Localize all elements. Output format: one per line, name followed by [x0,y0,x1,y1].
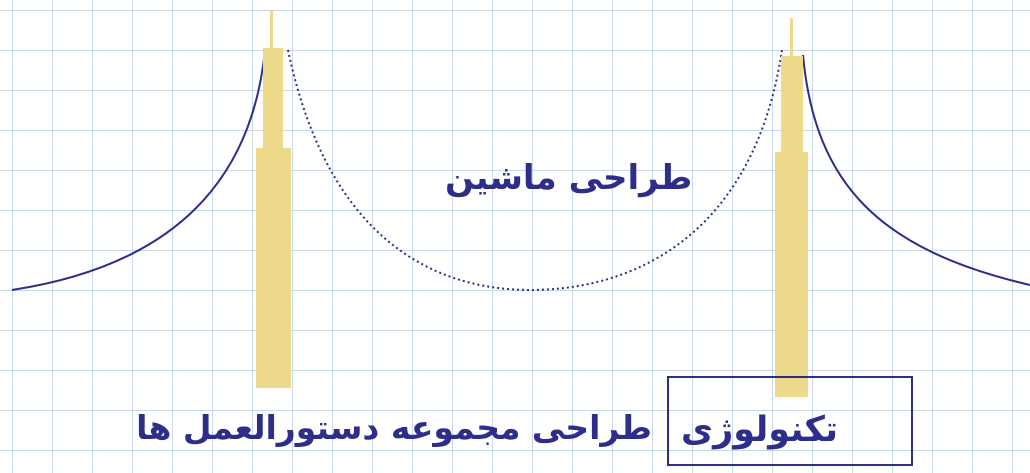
right-tower-upper [781,56,803,154]
instruction-set-design-label: طراحی مجموعه دستورالعمل ها [136,408,652,447]
left-tower [256,10,291,388]
left-tower-spire [270,10,273,50]
technology-label: تکنولوژی [681,410,838,450]
right-tower-base [775,152,808,397]
left-tower-base [256,148,291,388]
left-tower-upper [263,48,283,150]
right-tower [775,18,808,397]
left-suspension-cable [12,50,265,290]
right-suspension-cable [803,55,1030,285]
machine-design-label: طراحی ماشین [445,158,692,198]
right-tower-spire [790,18,793,58]
